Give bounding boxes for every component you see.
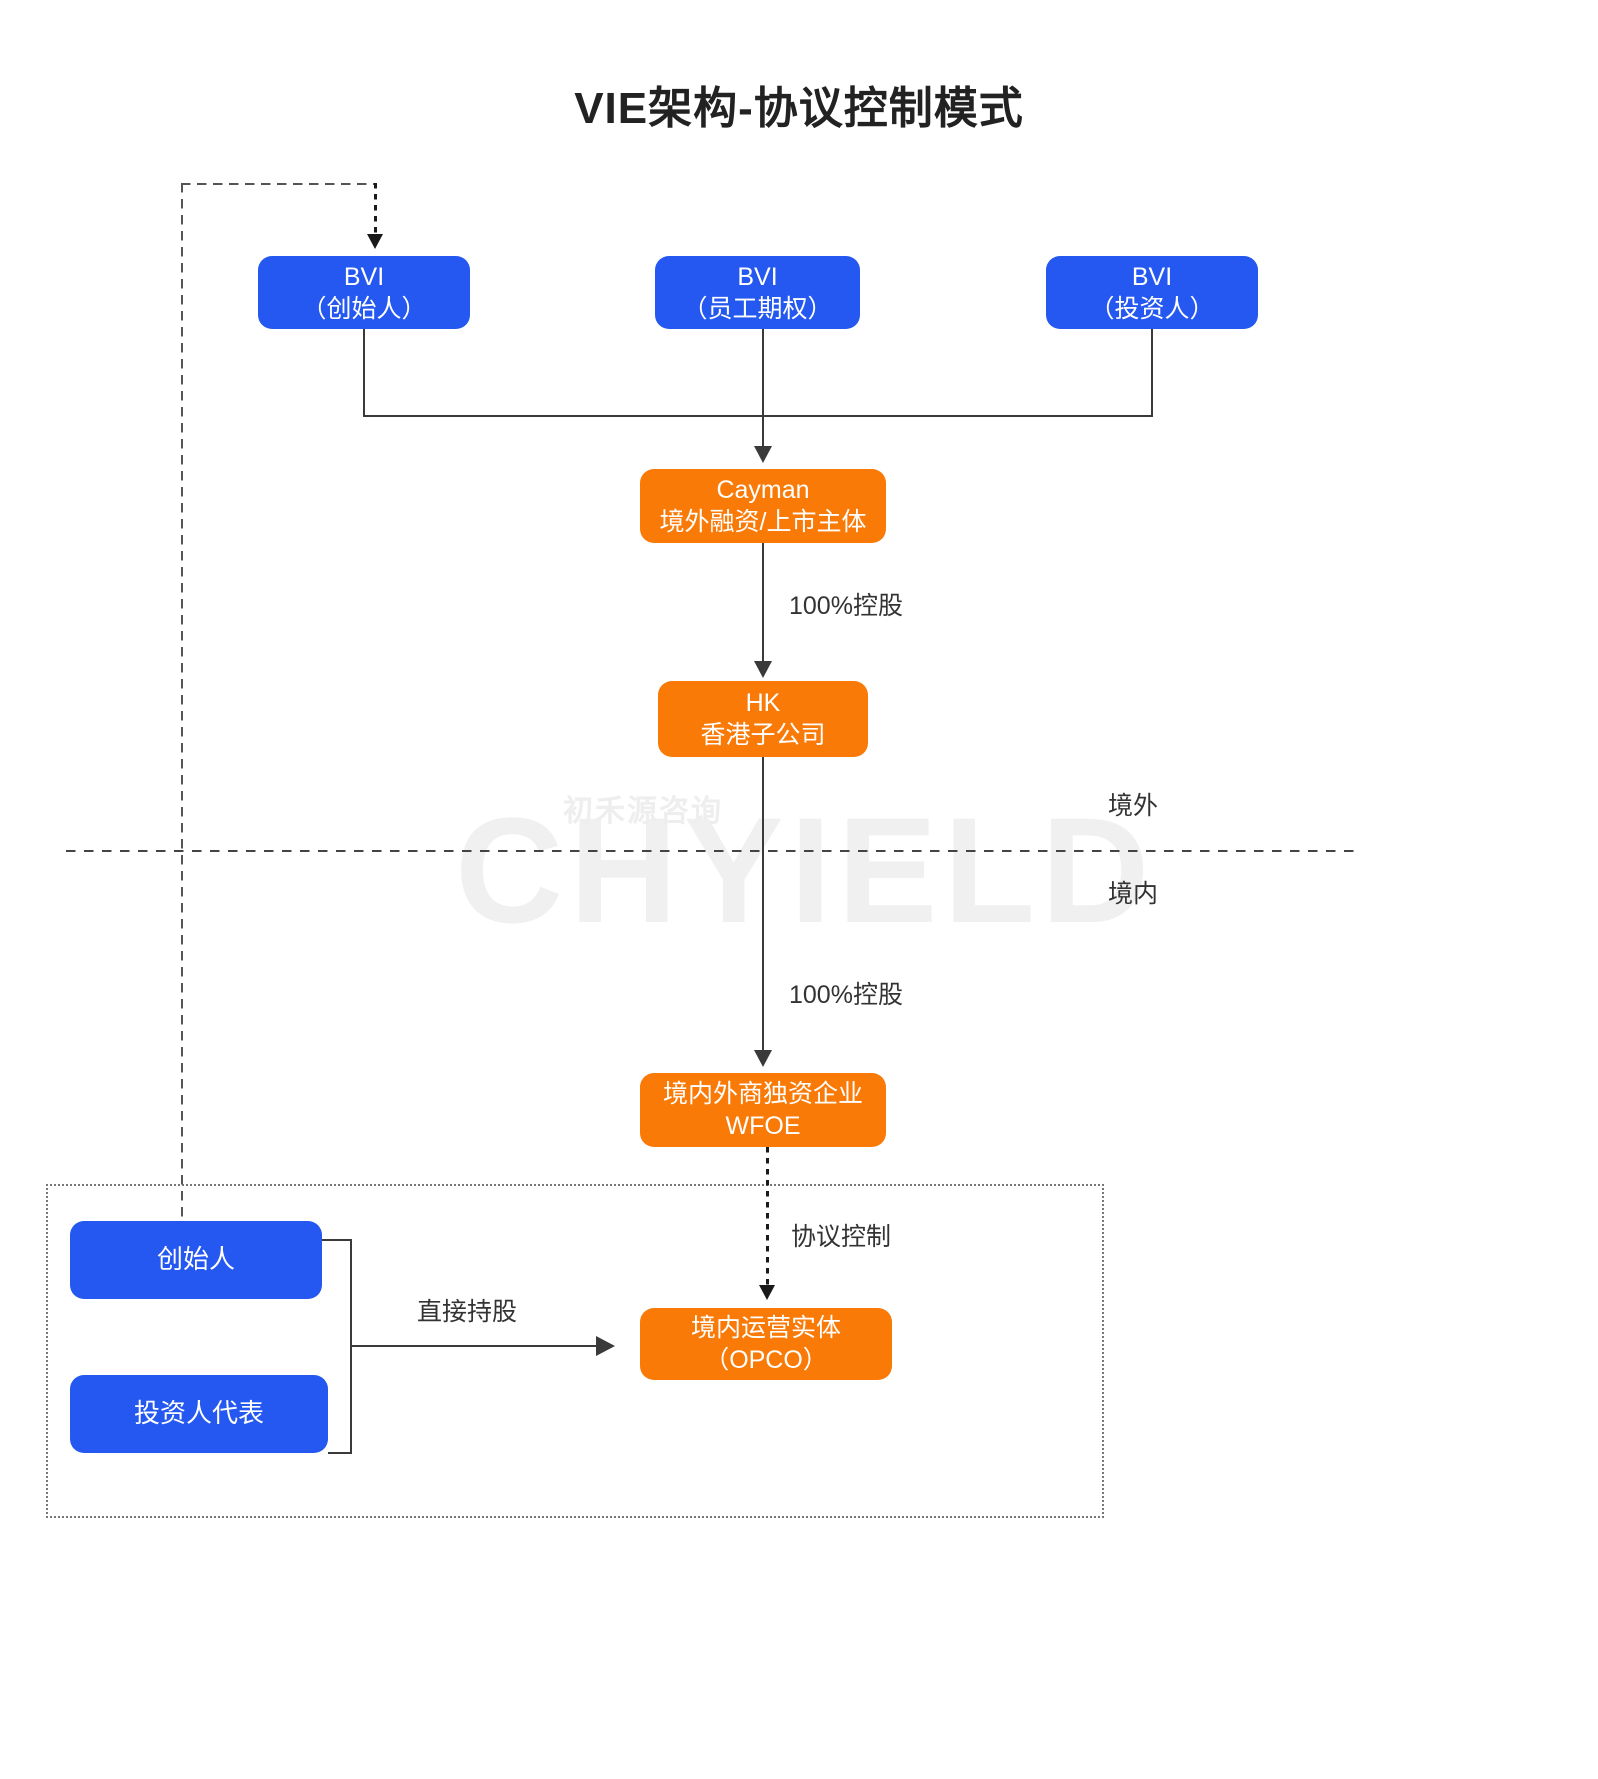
founder-bracket-top — [322, 1239, 352, 1241]
node-founder[interactable]: 创始人 — [70, 1221, 322, 1299]
node-wfoe-line2: WFOE — [725, 1112, 801, 1140]
label-vie-control: 协议控制 — [791, 1223, 892, 1251]
node-investor-rep[interactable]: 投资人代表 — [70, 1375, 328, 1453]
node-bvi-esop[interactable]: BVI （员工期权） — [655, 256, 860, 329]
node-bvi-founder[interactable]: BVI （创始人） — [258, 256, 470, 329]
node-opco-line1: 境内运营实体 — [690, 1314, 841, 1342]
bvi-investor-drop-line — [1151, 329, 1153, 416]
node-cayman-line1: Cayman — [716, 476, 810, 504]
label-direct-holding: 直接持股 — [417, 1298, 518, 1326]
watermark-brand: CHYIELD — [455, 786, 1156, 954]
opco-inbound-arrowhead — [759, 1285, 775, 1300]
node-wfoe[interactable]: 境内外商独资企业 WFOE — [640, 1073, 886, 1147]
watermark-chinese: 初禾源咨询 — [563, 795, 723, 828]
opco-direct-arrowhead — [596, 1336, 615, 1356]
wfoe-inbound-arrowhead — [754, 1050, 772, 1067]
founder-feedback-drop-line — [374, 183, 377, 236]
label-offshore: 境外 — [1108, 792, 1159, 820]
node-bvi-founder-line2: （创始人） — [301, 294, 427, 323]
bvi-bus-line — [363, 415, 1153, 417]
direct-holding-line — [350, 1345, 598, 1347]
node-bvi-investor-line2: （投资人） — [1089, 294, 1215, 323]
page-title: VIE架构-协议控制模式 — [574, 84, 1024, 133]
founder-feedback-horizontal-line — [181, 183, 377, 185]
node-bvi-founder-line1: BVI — [343, 262, 385, 291]
founder-feedback-vertical-line — [181, 183, 183, 1241]
cayman-inbound-arrowhead — [754, 446, 772, 463]
node-wfoe-line1: 境内外商独资企业 — [662, 1080, 863, 1108]
bvi-founder-drop-line — [363, 329, 365, 416]
node-bvi-esop-line1: BVI — [737, 262, 778, 291]
domestic-shareholders-group — [46, 1184, 1104, 1518]
cayman-hk-line — [762, 543, 764, 662]
node-investor-rep-label: 投资人代表 — [133, 1398, 264, 1429]
node-hk-line1: HK — [745, 689, 781, 717]
label-onshore: 境内 — [1108, 880, 1159, 908]
node-bvi-investor-line1: BVI — [1131, 262, 1173, 291]
investor-bracket-bottom — [328, 1452, 352, 1454]
node-hk-line2: 香港子公司 — [700, 721, 826, 749]
hk-inbound-arrowhead — [754, 661, 772, 678]
wfoe-opco-control-line — [766, 1147, 769, 1287]
node-hk[interactable]: HK 香港子公司 — [658, 681, 868, 757]
bvi-esop-drop-line — [762, 329, 764, 460]
founder-feedback-arrowhead — [367, 234, 383, 249]
hk-wfoe-line — [762, 757, 764, 1052]
node-founder-label: 创始人 — [156, 1244, 235, 1275]
label-pct-cayman-hk: 100%控股 — [789, 592, 903, 620]
node-opco[interactable]: 境内运营实体 （OPCO） — [640, 1308, 892, 1380]
node-cayman-line2: 境外融资/上市主体 — [659, 508, 867, 536]
label-pct-hk-wfoe: 100%控股 — [789, 981, 903, 1009]
node-cayman[interactable]: Cayman 境外融资/上市主体 — [640, 469, 886, 543]
node-opco-line2: （OPCO） — [704, 1346, 828, 1374]
node-bvi-esop-line2: （员工期权） — [682, 294, 833, 323]
node-bvi-investor[interactable]: BVI （投资人） — [1046, 256, 1258, 329]
jurisdiction-divider — [66, 850, 1356, 852]
